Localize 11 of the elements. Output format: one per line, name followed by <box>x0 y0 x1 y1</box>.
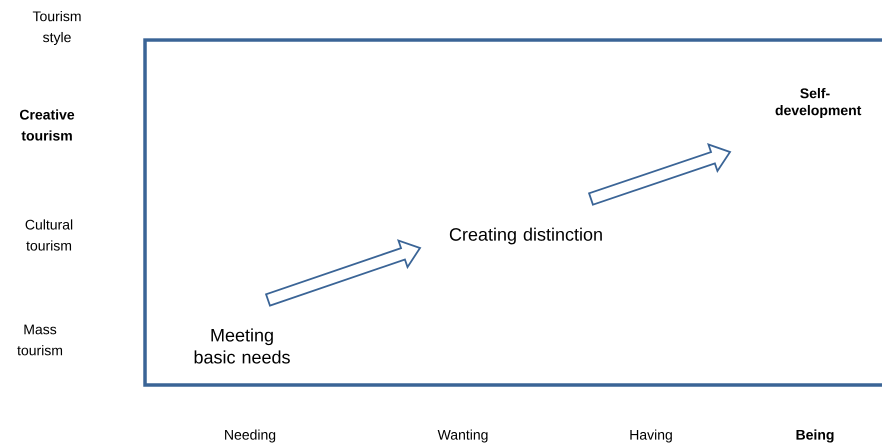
axis-label: Having <box>630 429 672 442</box>
axis-label: Needing <box>225 429 276 442</box>
stage-text: Creating distinction <box>450 228 602 244</box>
axis-label: Creative tourism <box>20 109 74 141</box>
axis-label: Wanting <box>438 429 488 442</box>
axis-label: Tourism style <box>32 10 81 45</box>
axis-label: Mass tourism <box>17 324 62 356</box>
axis-label: Cultural tourism <box>26 219 72 251</box>
stage-text: Meeting basic needs <box>194 328 290 364</box>
axis-label: Being <box>796 429 834 443</box>
stage-text: Self-development <box>776 88 862 118</box>
